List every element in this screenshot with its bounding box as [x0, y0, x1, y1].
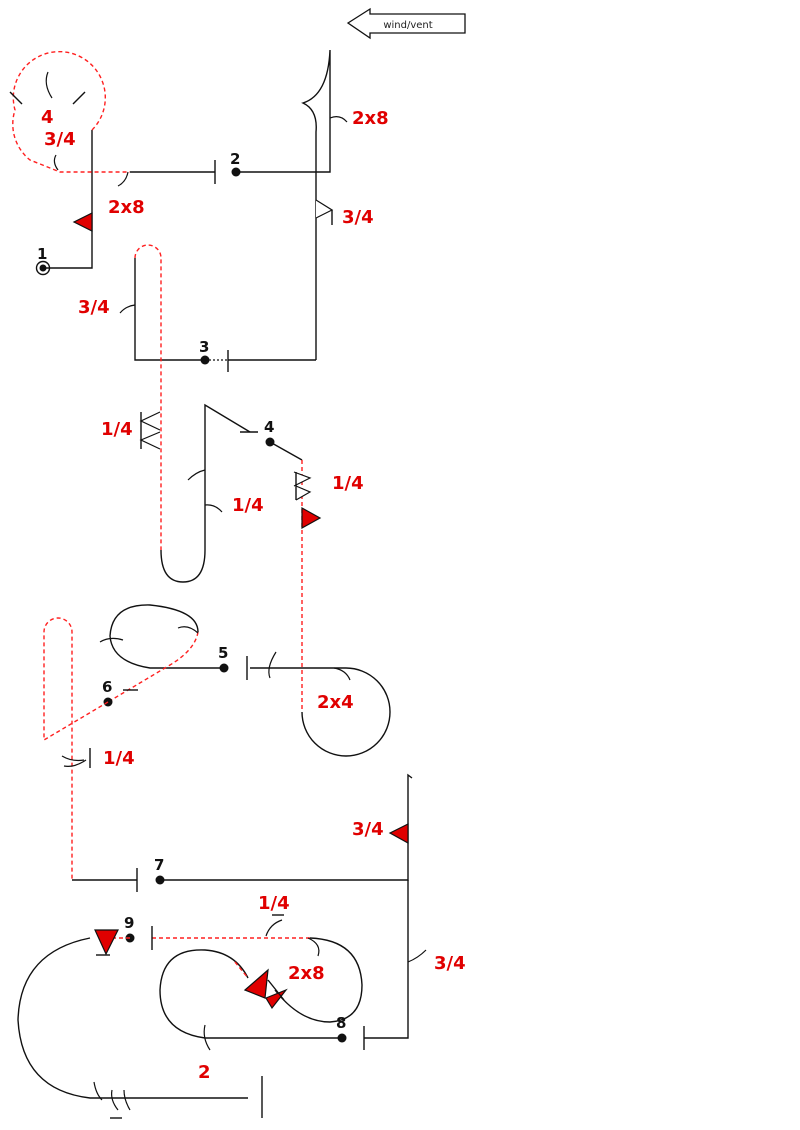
- figure-number-4: 4: [264, 418, 274, 436]
- label-roll-2x4: 2x4: [317, 692, 354, 713]
- label-roll-3-4-a: 3/4: [44, 129, 76, 150]
- figure-1: [9, 50, 216, 276]
- figure-8: [151, 914, 363, 1051]
- label-loop-4: 4: [41, 107, 54, 128]
- figure-7: [72, 773, 427, 1050]
- figure-number-3: 3: [199, 338, 209, 356]
- figure-2: [227, 49, 348, 372]
- label-roll-3-4-d: 3/4: [352, 819, 384, 840]
- figure-number-2: 2: [230, 150, 240, 168]
- figure-9: [17, 929, 263, 1119]
- label-roll-2x8-c: 2x8: [288, 963, 325, 984]
- figure-number-8: 8: [336, 1014, 346, 1032]
- label-roll-1-4-a: 1/4: [101, 419, 133, 440]
- label-roll-3-4-e: 3/4: [434, 953, 466, 974]
- flag-triangle: [72, 212, 93, 232]
- label-roll-1-4-c: 1/4: [232, 495, 264, 516]
- figure-number-9: 9: [124, 914, 134, 932]
- label-roll-3-4-b: 3/4: [342, 207, 374, 228]
- label-roll-2x8-b: 2x8: [352, 108, 389, 129]
- figure-4: [240, 431, 391, 757]
- wind-arrow: wind/vent: [346, 7, 466, 40]
- figure-number-5: 5: [218, 644, 228, 662]
- label-roll-2: 2: [198, 1062, 211, 1083]
- figure-number-6: 6: [102, 678, 112, 696]
- label-roll-3-4-c: 3/4: [78, 297, 110, 318]
- figure-3: [119, 244, 251, 583]
- label-roll-1-4-d: 1/4: [103, 748, 135, 769]
- wind-label: wind/vent: [383, 20, 432, 31]
- figure-6: [43, 617, 138, 880]
- label-roll-2x8-a: 2x8: [108, 197, 145, 218]
- figure-number-1: 1: [37, 245, 47, 263]
- label-roll-1-4-b: 1/4: [332, 473, 364, 494]
- figure-number-7: 7: [154, 856, 164, 874]
- figure-5: [99, 604, 229, 703]
- label-roll-1-4-e: 1/4: [258, 893, 290, 914]
